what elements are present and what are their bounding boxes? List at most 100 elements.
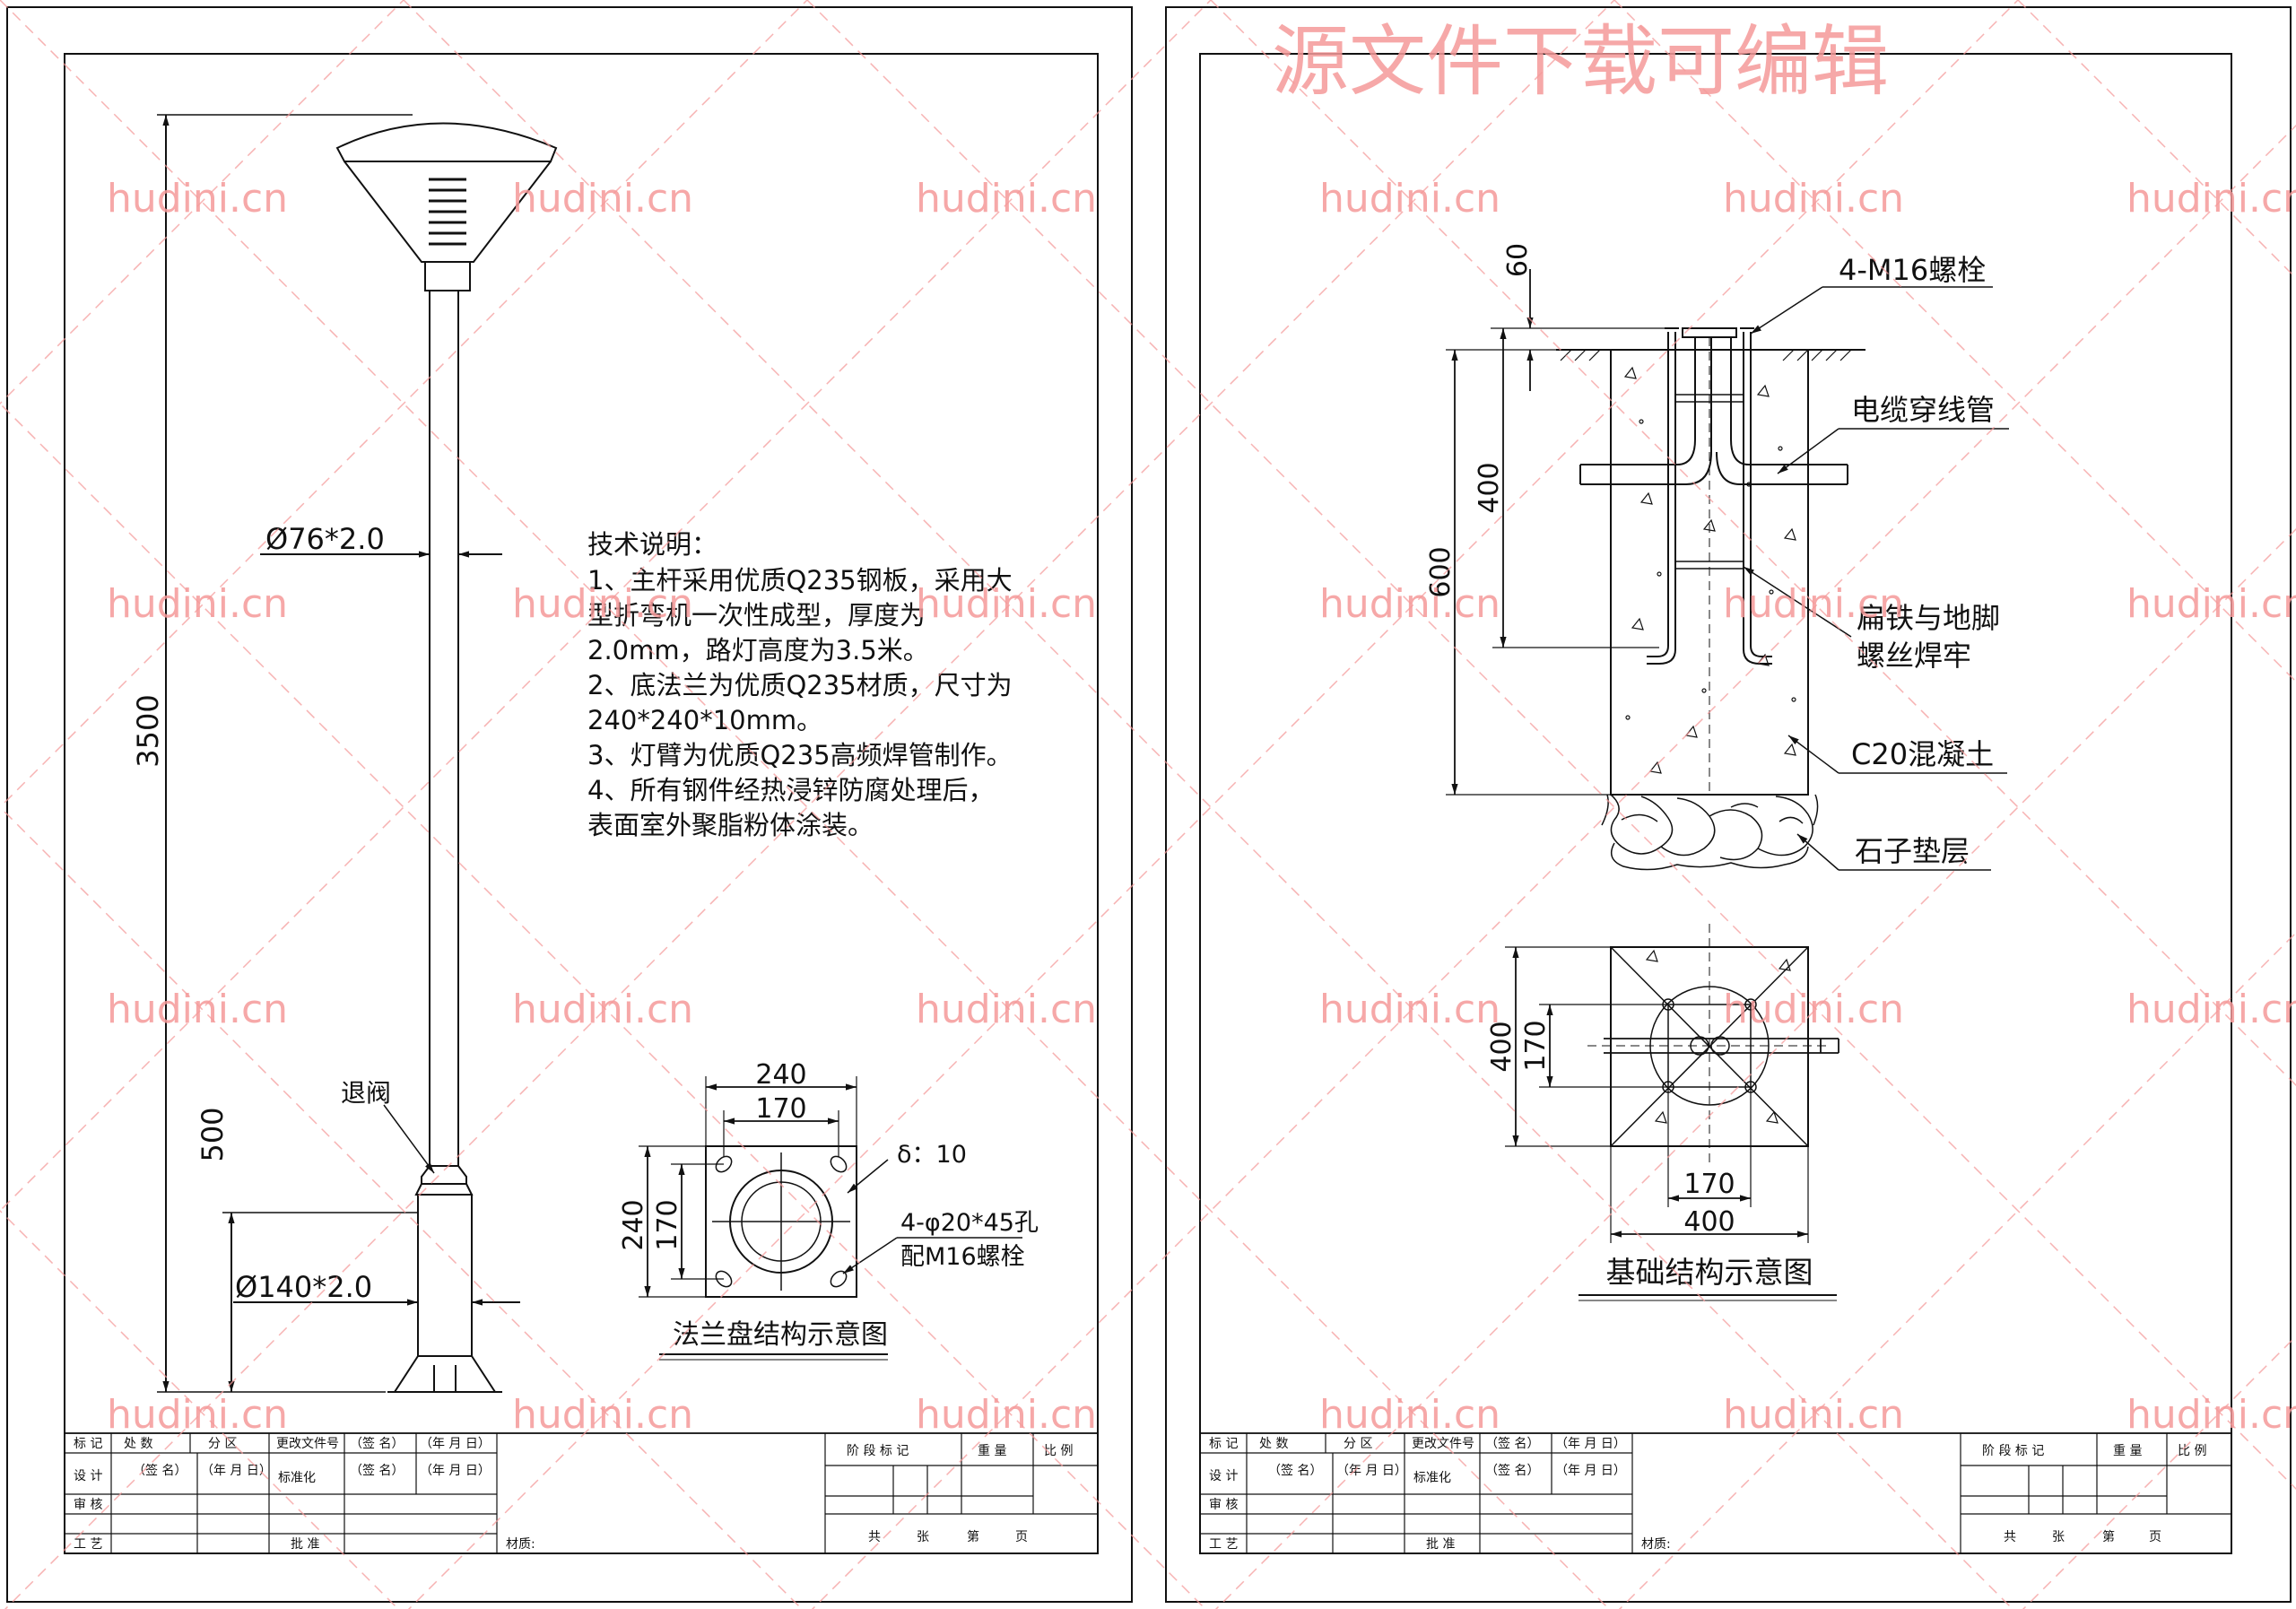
watermark-text: hudini.cn (916, 581, 1097, 627)
tb-sheets: 张 (917, 1530, 929, 1544)
watermark-line (0, 1209, 400, 1609)
tb-change-doc: 更改文件号 (276, 1437, 339, 1451)
label-cable-conduit: 电缆穿线管 (1851, 393, 1995, 427)
tb-stage: 阶 段 标 记 (847, 1444, 909, 1458)
tb-sheets: 张 (2052, 1530, 2065, 1544)
title-block-left: 标 记 处 数 分 区 更改文件号 （签 名） （年 月 日） 设 计 （签 名… (64, 1432, 1099, 1554)
watermark-line (2022, 1335, 2296, 1609)
upper-pole (429, 290, 459, 1167)
cable-conduit (1580, 337, 1696, 465)
pole-transition (421, 1165, 467, 1185)
tb-count: 处 数 (124, 1437, 152, 1451)
pole-dimensions: 3500 500 Ø76*2.0 Ø140*2.0 退阀 (131, 114, 520, 1393)
bolt-hole (715, 1155, 733, 1173)
label-bolts: 4-M16螺栓 (1839, 253, 1986, 287)
watermark-text: hudini.cn (1319, 1392, 1500, 1438)
tb-standard: 标准化 (1413, 1471, 1451, 1485)
watermark-text: hudini.cn (1319, 987, 1500, 1032)
tb-process: 工 艺 (74, 1537, 102, 1552)
tb-weight: 重 量 (2113, 1444, 2142, 1458)
foundation-section-dimensions: 60 400 600 4-M16螺栓 电缆穿线管 扁铁与地脚 螺丝焊牢 C20混… (1425, 243, 2009, 871)
watermark-line (2017, 0, 2296, 280)
plan-dim-left-inner: 170 (1520, 1020, 1552, 1071)
base-plate (1682, 327, 1737, 338)
tech-note-line: 2.0mm，路灯高度为3.5米。 (587, 635, 929, 665)
tb-date: （年 月 日） (1555, 1437, 1626, 1451)
lamp-pole-elevation (335, 122, 558, 1393)
watermark-text: hudini.cn (1723, 581, 1904, 627)
foundation-plan-dimensions: 400 170 170 400 基础结构示意图 (1486, 946, 1837, 1301)
plan-caption: 基础结构示意图 (1606, 1255, 1813, 1290)
tb-sign: （签 名） (133, 1463, 187, 1478)
tb-weight: 重 量 (978, 1444, 1006, 1458)
plan-dim-bottom-outer: 400 (1683, 1206, 1735, 1238)
watermark-banner: 源文件下载可编辑 (1272, 17, 1889, 107)
watermark-text: hudini.cn (107, 581, 288, 627)
tb-sign: （签 名） (350, 1436, 404, 1451)
watermark-line (0, 805, 804, 1609)
watermark-line (0, 0, 808, 809)
title-block-right: 标 记 处 数 分 区 更改文件号 （签 名） （年 月 日） 设 计 （签 名… (1199, 1432, 2232, 1554)
flange-thickness: δ：10 (897, 1141, 967, 1169)
watermark-line (0, 0, 1212, 1213)
watermark-line (403, 0, 2014, 1609)
watermark-text: hudini.cn (512, 987, 693, 1032)
foundation-section (1556, 327, 1866, 871)
label-concrete: C20混凝土 (1851, 737, 1994, 771)
tech-note-line: 1、主杆采用优质Q235钢板，采用大 (587, 565, 1013, 596)
watermark-text: hudini.cn (2126, 581, 2296, 627)
watermark-text: hudini.cn (1723, 987, 1904, 1032)
tech-note-line: 表面室外聚脂粉体涂装。 (587, 810, 874, 840)
bolt-hole (715, 1270, 733, 1288)
tb-date: （年 月 日） (420, 1437, 491, 1451)
label-weld-line1: 扁铁与地脚 (1857, 601, 2000, 635)
tb-design: 设 计 (74, 1469, 102, 1483)
watermark-texts: hudini.cn hudini.cn hudini.cn hudini.cn hudi… (107, 176, 2296, 1438)
flange-plate-diagram: 240 170 240 170 δ：10 4-φ20*45孔 配M16螺栓 法兰… (618, 1059, 1039, 1361)
watermark-line (806, 0, 2296, 1491)
watermark-line (0, 0, 1611, 1609)
tb-process: 工 艺 (1209, 1537, 1238, 1552)
flange-holes: 4-φ20*45孔 (900, 1209, 1039, 1237)
watermark-text: hudini.cn (916, 176, 1097, 222)
tb-review: 审 核 (1209, 1498, 1238, 1512)
concrete-block (1610, 349, 1809, 796)
watermark-text: hudini.cn (107, 176, 288, 222)
tech-note-line: 2、底法兰为优质Q235材质，尺寸为 (587, 670, 1013, 700)
pole-base (393, 1355, 497, 1393)
foundation-plan (1587, 924, 1839, 1166)
watermark-line (1618, 931, 2296, 1609)
tech-notes-heading: 技术说明： (587, 529, 718, 560)
tb-review: 审 核 (74, 1498, 102, 1512)
dim-lower-pole: Ø140*2.0 (235, 1270, 372, 1304)
tb-standard: 标准化 (278, 1471, 316, 1485)
watermark-text: hudini.cn (512, 581, 693, 627)
dim-total-height: 3500 (131, 694, 165, 767)
watermark-text: hudini.cn (1319, 176, 1500, 222)
tech-notes: 技术说明： 1、主杆采用优质Q235钢板，采用大 型折弯机一次性成型，厚度为 2… (587, 529, 1013, 840)
dim-400-section: 400 (1474, 462, 1505, 513)
tb-material: 材质: (1641, 1537, 1671, 1552)
watermark-line (1210, 0, 2296, 1087)
tb-date: （年 月 日） (1336, 1464, 1407, 1478)
flange-plate (705, 1145, 857, 1298)
flange-dim-outer-top: 240 (755, 1059, 806, 1091)
label-gravel: 石子垫层 (1855, 834, 1970, 868)
watermark-text: hudini.cn (2126, 987, 2296, 1032)
watermark-text: hudini.cn (2126, 1392, 2296, 1438)
lamp-cap (335, 122, 558, 162)
watermark-text: hudini.cn (916, 1392, 1097, 1438)
tb-stage: 阶 段 标 记 (1982, 1444, 2044, 1458)
tb-scale: 比 例 (2178, 1444, 2206, 1458)
plan-dim-bottom-inner: 170 (1683, 1169, 1735, 1200)
tb-mark: 标 记 (1209, 1437, 1238, 1451)
watermark-line (0, 0, 404, 405)
tb-sign: （签 名） (1485, 1463, 1539, 1478)
anchor-bolt-right (1750, 332, 1772, 657)
right-sheet-frame (1165, 6, 2292, 1603)
flange-dim-outer-left: 240 (618, 1199, 649, 1250)
label-weld-line2: 螺丝焊牢 (1857, 639, 1971, 673)
watermark-line (0, 402, 1207, 1609)
